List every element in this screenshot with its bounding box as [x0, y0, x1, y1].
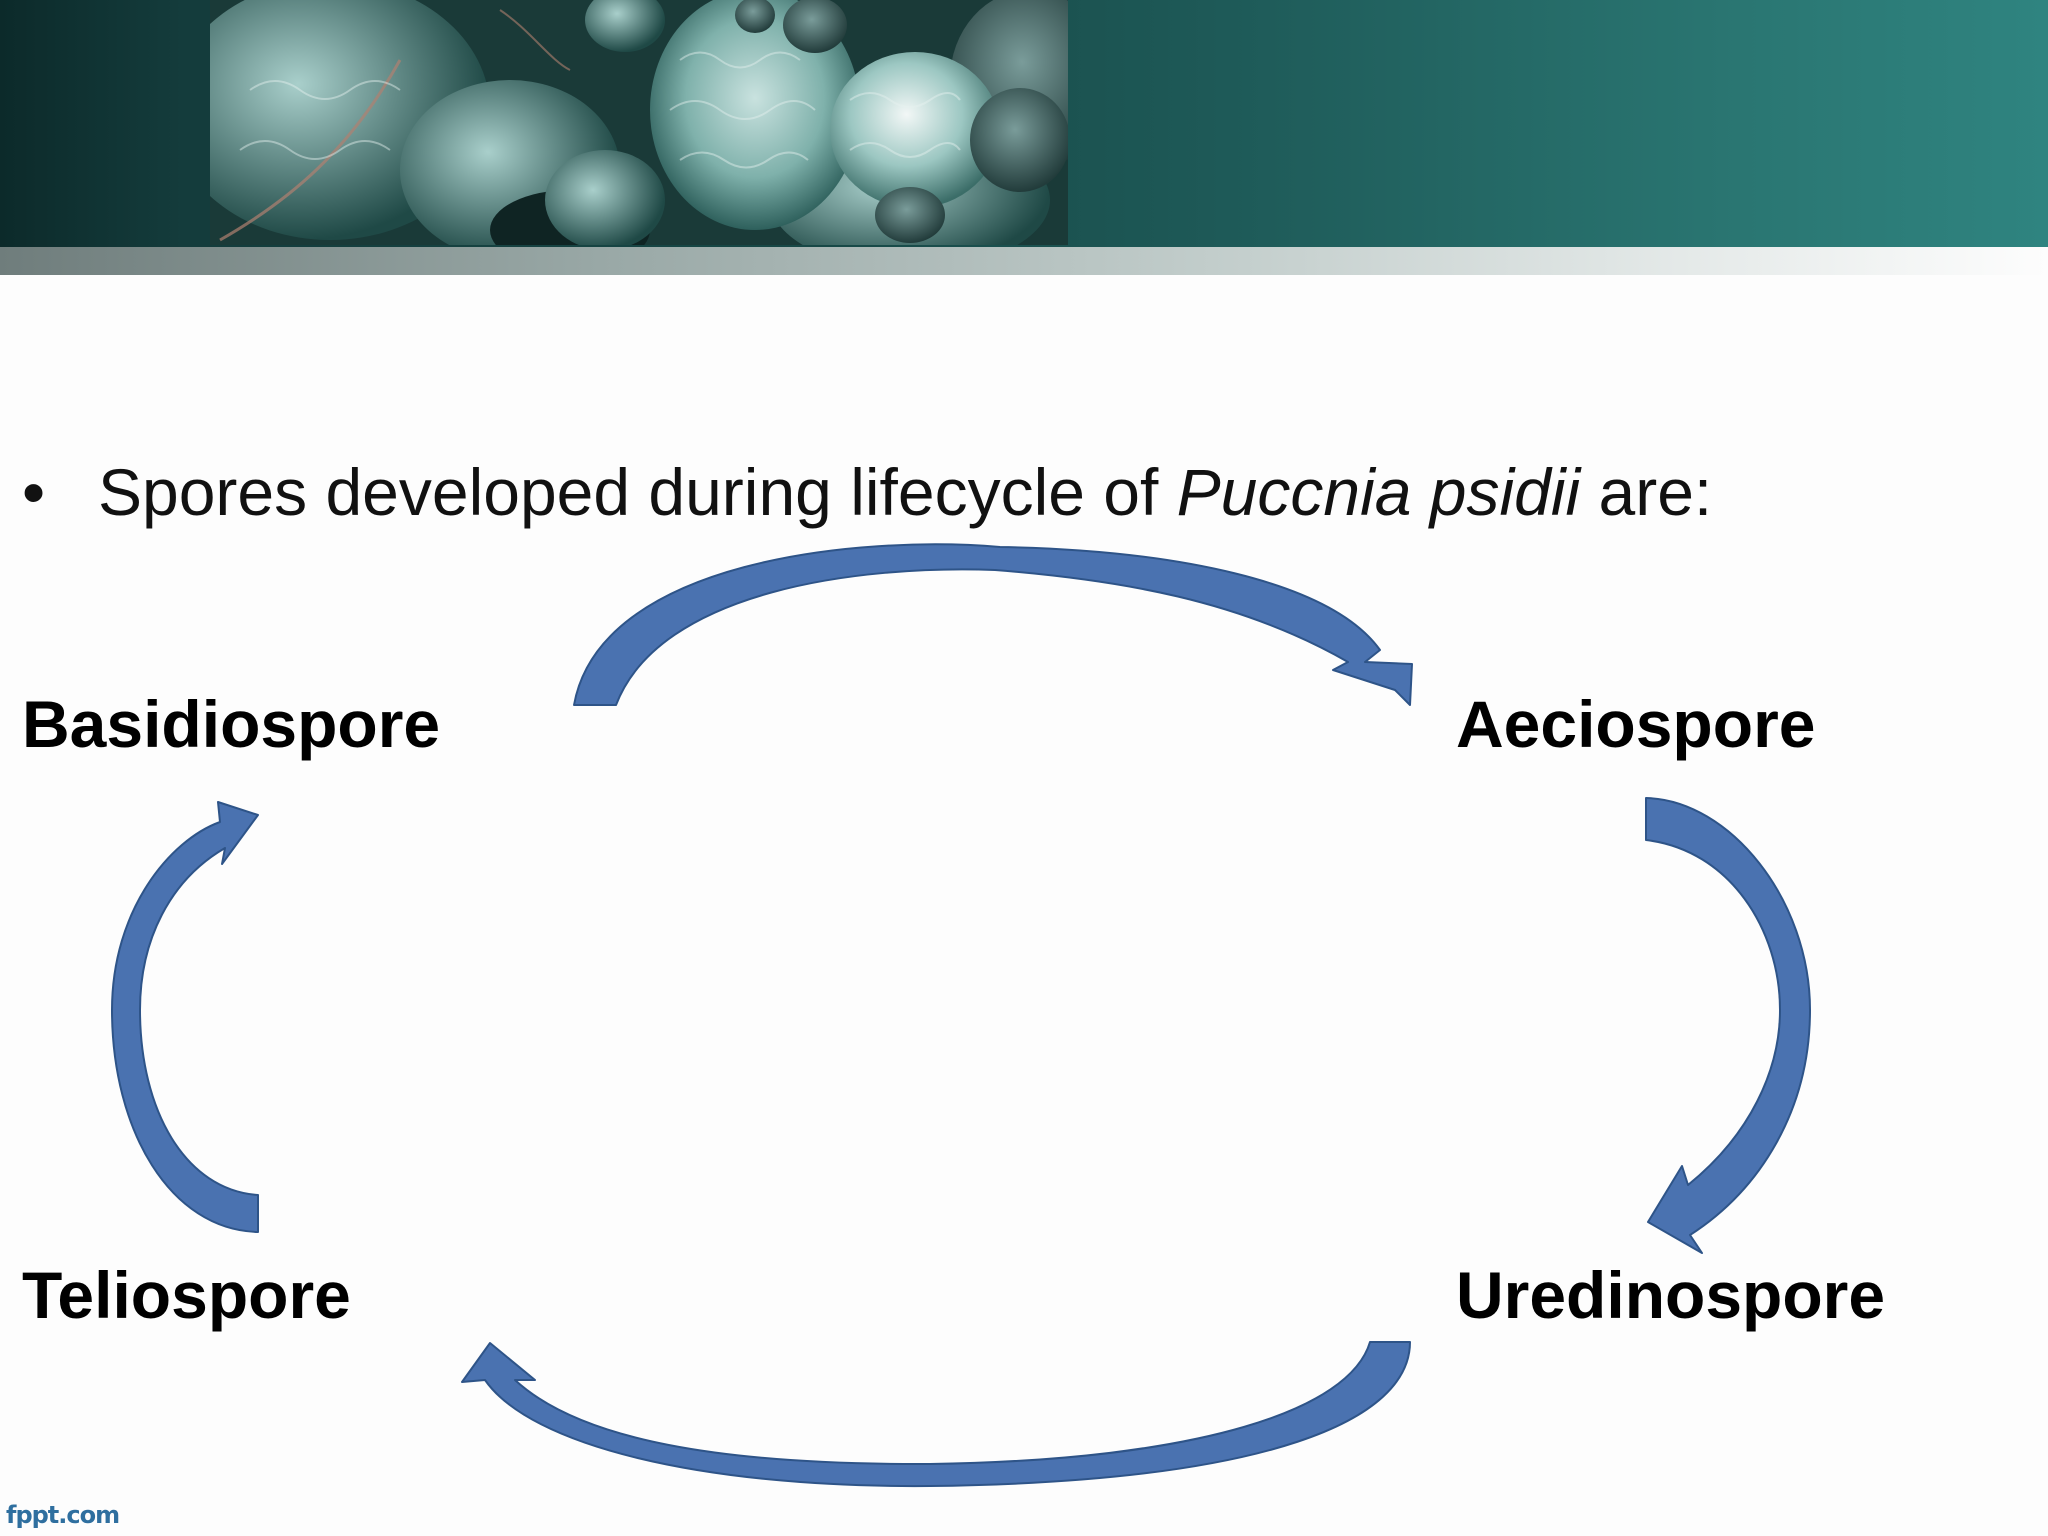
bullet-marker: •: [22, 455, 46, 529]
arrow-basidio-to-aecio: [573, 543, 1413, 706]
arrow-aecio-to-uredino: [1645, 797, 1811, 1254]
spore-micrograph-image: [210, 0, 1068, 245]
species-name: Puccnia psidii: [1176, 455, 1581, 529]
label-uredinospore: Uredinospore: [1456, 1258, 1886, 1332]
bullet-text-start: Spores developed during lifecycle of: [98, 455, 1177, 529]
fppt-watermark: fppt.com: [6, 1501, 120, 1529]
bullet-text: • Spores developed during lifecycle of Pu…: [22, 452, 1712, 532]
header-banner: [0, 0, 2048, 247]
header-divider-bar: [0, 247, 2048, 275]
arrow-telio-to-basidio: [111, 801, 259, 1233]
label-teliospore: Teliospore: [22, 1258, 351, 1332]
arrow-uredino-to-telio: [461, 1341, 1411, 1488]
bullet-text-end: are:: [1580, 455, 1713, 529]
label-basidiospore: Basidiospore: [22, 687, 441, 761]
label-aeciospore: Aeciospore: [1456, 687, 1816, 761]
